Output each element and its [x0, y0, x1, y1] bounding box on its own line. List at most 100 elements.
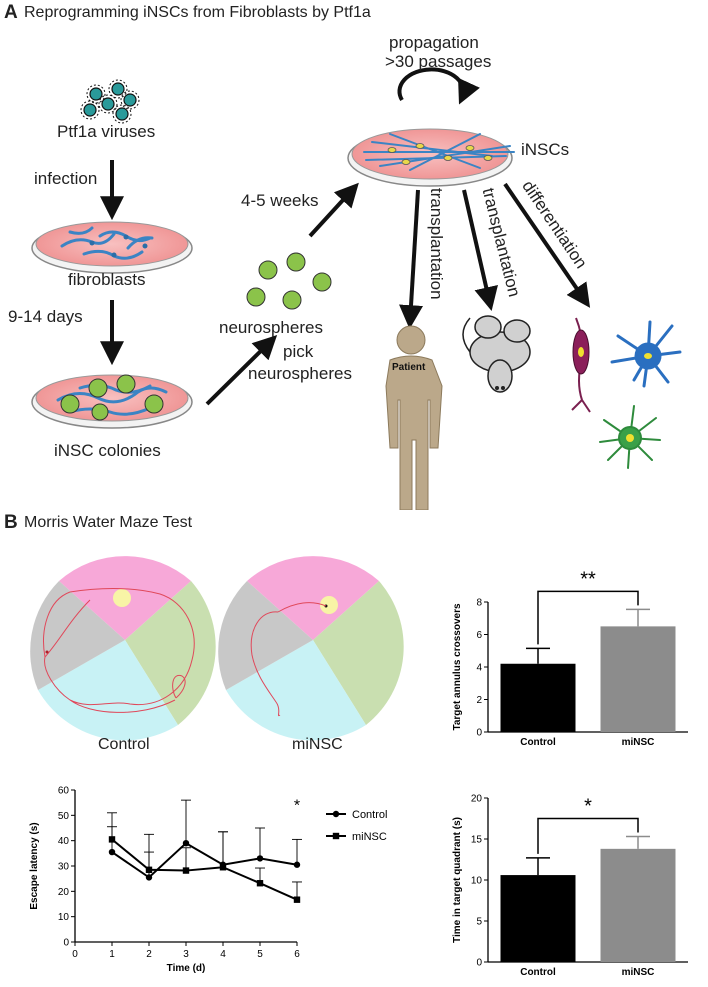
point-control [182, 840, 190, 847]
arrow-transplant-patient [399, 189, 423, 330]
arrow-weeks [308, 182, 359, 238]
minsc-maze [218, 556, 404, 741]
y-tick-label: 0 [63, 938, 69, 949]
y-tick-label: 10 [471, 876, 483, 887]
propagation-label: propagation [389, 33, 479, 52]
y-tick-label: 0 [476, 958, 482, 969]
y-tick-label: 50 [58, 811, 70, 822]
patient-icon [385, 325, 443, 510]
x-axis-label: Time (d) [167, 963, 206, 974]
x-tick-label: Control [520, 737, 556, 748]
oligodendrocyte-icon [599, 405, 661, 469]
transplant-patient-label: transplantation [427, 188, 446, 300]
passages-label: >30 passages [385, 52, 492, 71]
bar-minsc [600, 848, 676, 962]
days-label: 9-14 days [8, 307, 83, 326]
point-minsc [293, 896, 301, 903]
control-maze [30, 556, 216, 741]
y-tick-label: 60 [58, 786, 70, 797]
y-tick-label: 5 [476, 917, 482, 928]
x-tick-label: 3 [183, 949, 189, 960]
panel-b-letter: B [4, 512, 18, 533]
y-tick-label: 8 [476, 598, 482, 609]
arrow-transplant-mouse [462, 189, 498, 312]
point-control [145, 874, 153, 881]
virus-icon [80, 79, 140, 124]
significance-label: * [294, 797, 300, 814]
bar-control [500, 663, 576, 732]
y-axis-label: Escape latency (s) [29, 822, 40, 909]
x-tick-label: 4 [220, 949, 226, 960]
pick-neurospheres-label: neurospheres [248, 364, 352, 383]
x-tick-label: 5 [257, 949, 263, 960]
bar-minsc [600, 626, 676, 732]
series-line-minsc [111, 838, 298, 901]
fibroblast-dish-icon [31, 221, 193, 274]
legend-marker-control [332, 810, 340, 818]
legend-label-minsc: miNSC [352, 831, 387, 843]
panel-b-title: Morris Water Maze Test [24, 514, 193, 531]
point-minsc [108, 836, 116, 843]
y-tick-label: 10 [58, 912, 70, 923]
x-tick-label: miNSC [622, 737, 655, 748]
neurospheres-label: neurospheres [219, 318, 323, 337]
significance-label: * [584, 796, 592, 818]
virus-label: Ptf1a viruses [57, 122, 156, 141]
y-tick-label: 2 [476, 695, 482, 706]
fibroblasts-label: fibroblasts [68, 270, 146, 289]
significance-bracket [537, 817, 639, 854]
x-tick-label: 0 [72, 949, 78, 960]
astrocyte-icon [610, 320, 682, 388]
weeks-label: 4-5 weeks [241, 191, 319, 210]
infection-label: infection [34, 169, 98, 188]
patient-label: Patient [392, 362, 426, 373]
point-minsc [182, 867, 190, 874]
x-tick-label: 6 [294, 949, 300, 960]
neurosphere-icon [246, 252, 332, 310]
arrow-differentiation [503, 182, 591, 308]
maze-label-control: Control [98, 736, 150, 753]
y-tick-label: 20 [58, 887, 70, 898]
y-tick-label: 30 [58, 862, 70, 873]
point-control [293, 861, 301, 868]
x-tick-label: miNSC [622, 967, 655, 978]
x-tick-label: Control [520, 967, 556, 978]
y-tick-label: 6 [476, 630, 482, 641]
y-tick-label: 20 [471, 794, 483, 805]
y-axis-label: Target annulus crossovers [452, 603, 463, 731]
insc-dish-icon [347, 128, 515, 187]
point-minsc [219, 864, 227, 871]
x-tick-label: 2 [146, 949, 152, 960]
point-control [108, 848, 116, 856]
neuron-icon [571, 317, 591, 413]
y-tick-label: 15 [471, 835, 483, 846]
panel-a-diagram [31, 67, 682, 510]
bar-control [500, 875, 576, 962]
point-control [256, 855, 264, 862]
significance-label: ** [580, 568, 596, 590]
y-tick-label: 4 [476, 663, 482, 674]
pick-label: pick [283, 342, 314, 361]
mouse-icon [462, 315, 531, 393]
insc-label: iNSCs [521, 140, 570, 159]
point-minsc [145, 866, 153, 873]
panel-a-title: Reprogramming iNSCs from Fibroblasts by … [24, 4, 371, 21]
arrow-pick [205, 334, 278, 406]
legend-marker-minsc [332, 832, 340, 840]
y-axis-label: Time in target quadrant (s) [452, 817, 463, 943]
point-minsc [256, 880, 264, 887]
legend-label-control: Control [352, 809, 387, 821]
x-tick-label: 1 [109, 949, 115, 960]
y-tick-label: 0 [476, 728, 482, 739]
maze-diagrams [30, 556, 404, 741]
panel-a-letter: A [4, 2, 18, 23]
colony-dish-icon [31, 374, 193, 429]
maze-label-minsc: miNSC [292, 736, 343, 753]
colonies-label: iNSC colonies [54, 441, 161, 460]
arrow-propagation [397, 67, 480, 105]
significance-bracket [537, 590, 639, 645]
series-line-control [111, 841, 298, 879]
